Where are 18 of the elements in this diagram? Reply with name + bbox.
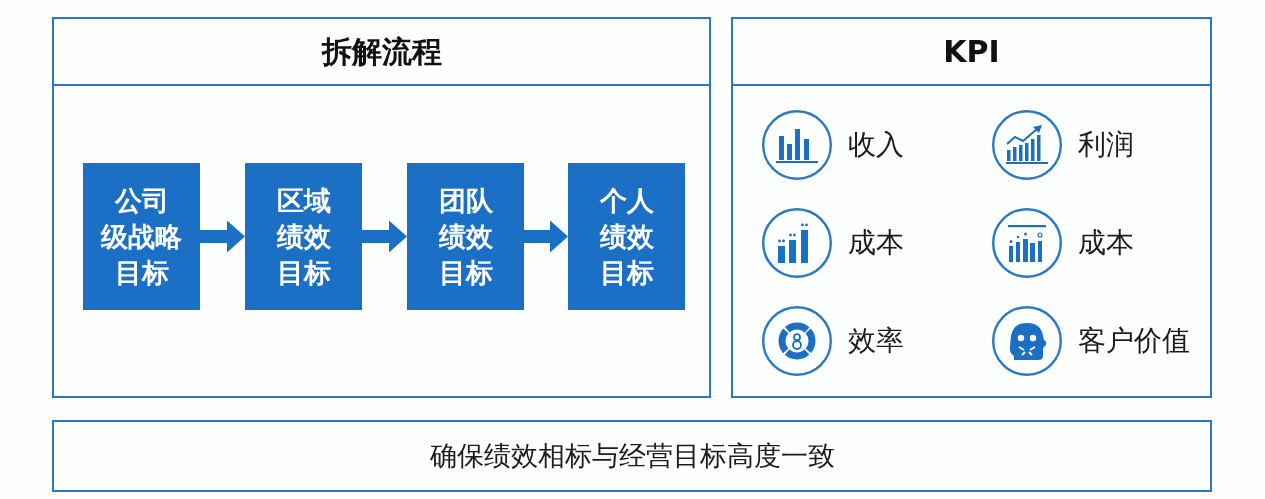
kpi-label: 成本 — [848, 226, 904, 260]
process-box: 团队绩效目标 — [407, 163, 524, 310]
arrow — [362, 220, 407, 253]
kpi-label: 利润 — [1078, 128, 1134, 162]
arrow — [200, 220, 245, 253]
process-box: 公司级战略目标 — [83, 163, 200, 310]
panel-title: 拆解流程 — [321, 33, 442, 70]
kpi-label: 成本 — [1078, 226, 1134, 260]
panel-title: KPI — [943, 33, 1000, 70]
process-box: 个人绩效目标 — [568, 163, 685, 310]
panel — [731, 17, 1212, 398]
kpi-label: 收入 — [848, 128, 904, 162]
arrow — [524, 220, 568, 253]
panel — [52, 17, 711, 398]
kpi-label: 效率 — [848, 324, 904, 358]
process-box: 区域绩效目标 — [245, 163, 362, 310]
kpi-label: 客户价值 — [1078, 324, 1190, 358]
text-banner: 确保绩效相标与经营目标高度一致 — [52, 420, 1212, 492]
